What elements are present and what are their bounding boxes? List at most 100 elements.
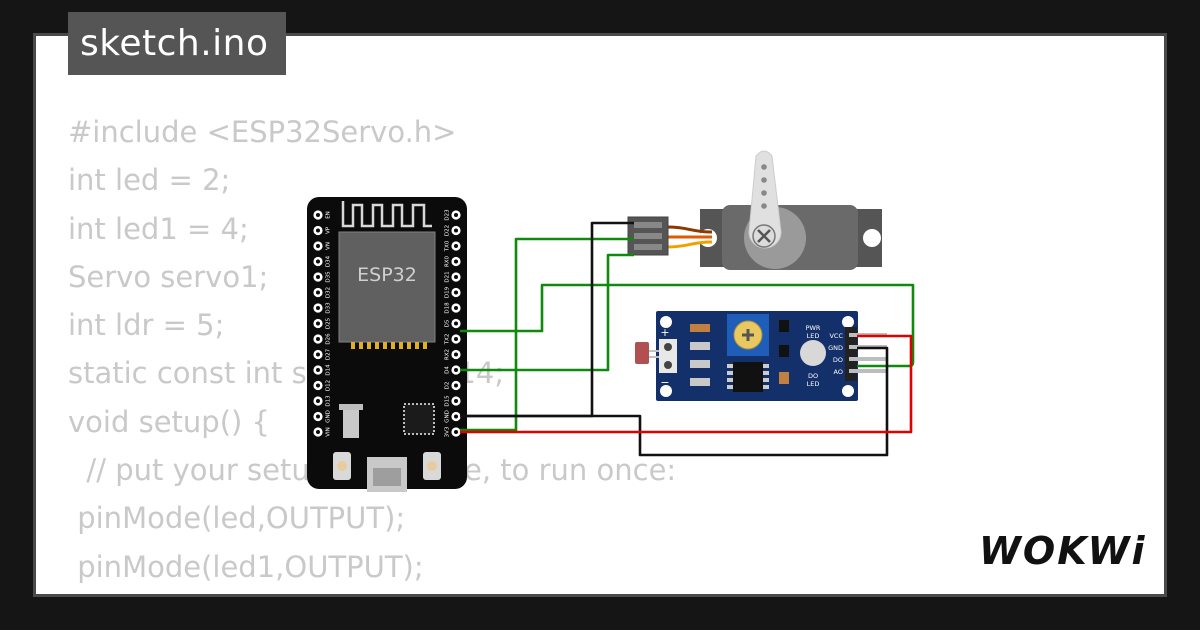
esp32-pin-hole[interactable] [313,318,323,329]
esp32-pin-hole[interactable] [451,380,461,391]
esp32-pin-label: D32 [326,287,332,298]
esp32-pin-label: D27 [326,348,332,360]
esp32-pin-label: D13 [326,395,332,407]
servo-motor [627,150,882,270]
ldr-pin[interactable] [849,369,887,373]
esp32-pin-hole[interactable] [313,210,323,220]
module-pad [359,342,363,349]
esp32-pin-label: RX2 [445,349,451,360]
wire-green-servo-signal [460,253,634,372]
esp32-pin-hole[interactable] [451,427,461,437]
esp32-pin-label: D23 [445,209,451,221]
power-led [800,340,826,366]
esp32-pin-hole[interactable] [451,210,461,220]
esp32-pin-hole[interactable] [451,318,461,329]
esp32-pin-hole[interactable] [313,272,323,282]
esp32-pin-hole[interactable] [451,241,461,251]
esp32-pin-hole[interactable] [451,396,461,406]
ldr-pin-label: AO [834,368,843,376]
usb-chip [403,403,435,435]
antenna-trace [341,201,432,228]
esp32-pin-label: D26 [326,333,332,345]
wire-green-ao [460,283,915,368]
esp32-pin-hole[interactable] [451,225,461,236]
esp32-pin-label: EN [326,211,332,219]
code-line: int led = 2; [68,163,231,198]
esp32-pin-label: GND [326,410,332,423]
esp32-pin-label: D34 [326,255,332,267]
esp32-pin-hole[interactable] [313,287,323,298]
esp32-pin-hole[interactable] [313,303,323,313]
do-led-label-2: LED [807,380,820,388]
module-pad [415,342,419,349]
wokwi-logo: WOKWi [979,529,1147,573]
esp32-pin-hole[interactable] [313,349,323,360]
esp32-pin-hole[interactable] [451,256,461,267]
esp32-pin-hole[interactable] [313,225,323,236]
esp32-board: ESP32 ENVPVND34D35D32D33D25D26D27D14D12D… [307,197,467,492]
ldr-pin-label: GND [828,344,843,352]
esp32-pin-hole[interactable] [313,334,323,344]
esp32-pin-label: D4 [445,366,451,374]
module-pad [383,342,387,349]
esp32-pin-hole[interactable] [313,365,323,375]
module-pad [391,342,395,349]
esp32-pin-hole[interactable] [313,380,323,391]
ldr-pin-label: VCC [829,332,843,340]
esp32-pin-hole[interactable] [451,334,461,344]
esp32-label: ESP32 [357,264,417,286]
esp32-pin-hole[interactable] [451,287,461,298]
code-line: #include <ESP32Servo.h> [68,115,457,149]
module-pad [367,342,371,349]
ldr-pin[interactable] [849,357,887,361]
esp32-pin-label: GND [445,410,451,423]
esp32-pin-hole[interactable] [451,349,461,360]
wires [460,221,915,457]
esp32-pin-hole[interactable] [313,411,323,422]
esp32-pin-label: TX0 [445,240,451,252]
esp32-pin-hole[interactable] [313,241,323,251]
code-line: int led1 = 4; [68,211,249,246]
module-pad [351,342,355,349]
esp32-pin-label: 3V3 [445,426,451,437]
do-led-label-1: DO [808,372,818,380]
code-line: Servo servo1; [68,259,269,294]
module-pad [375,342,379,349]
code-line: void setup() { [68,404,270,439]
esp32-pin-label: D21 [445,271,451,282]
esp32-left-pin-header [313,210,323,437]
esp32-pin-hole[interactable] [313,396,323,406]
esp32-pin-hole[interactable] [313,256,323,267]
esp32-pin-label: D5 [445,319,451,327]
esp32-pin-label: D22 [445,225,451,236]
esp32-pin-label: VIN [326,427,332,437]
esp32-pin-hole[interactable] [451,365,461,375]
code-line: pinMode(led,OUTPUT); [68,501,406,536]
ldr-pin-label: DO [833,356,843,364]
servo-horn[interactable] [748,150,782,249]
esp32-pin-label: D2 [445,382,451,390]
esp32-pin-hole[interactable] [451,272,461,282]
code-line: pinMode(led1,OUTPUT); [68,549,424,584]
esp32-pin-label: D35 [326,271,332,283]
esp32-pin-label: D14 [326,364,332,376]
code-line: int ldr = 5; [68,308,225,343]
esp32-module [338,231,436,343]
esp32-right-pin-labels: D23D22TX0RX0D21D19D18D5TX2RX2D4D2D15GND3… [445,209,451,438]
esp32-pin-label: TX2 [445,334,451,346]
module-pad [399,342,403,349]
module-pad [407,342,411,349]
module-pad [423,342,427,349]
esp32-left-pin-labels: ENVPVND34D35D32D33D25D26D27D14D12D13GNDV… [326,211,332,437]
esp32-pin-hole[interactable] [313,427,323,437]
esp32-pin-hole[interactable] [451,303,461,313]
wire-red-ldr-vcc [460,334,913,434]
wokwi-logo-text: WOKWi [979,529,1147,573]
plus-label: + [660,326,669,339]
esp32-pin-hole[interactable] [451,411,461,422]
esp32-pin-label: D25 [326,317,332,329]
module-pads [351,342,427,349]
wire-black-ldr-gnd [460,346,889,457]
